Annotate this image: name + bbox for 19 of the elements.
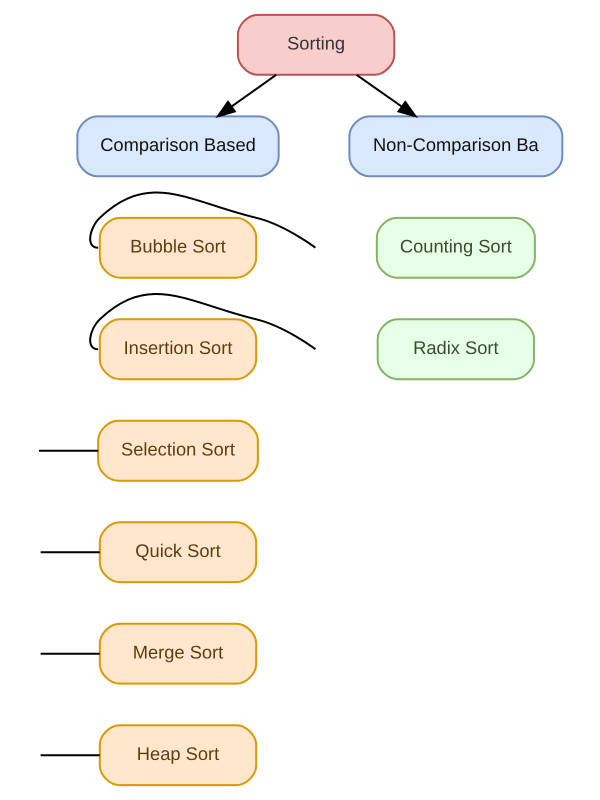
node-box: Selection Sort	[97, 420, 259, 482]
node-box: Comparison Based	[76, 115, 280, 178]
node-box: Insertion Sort	[98, 318, 258, 380]
node-box: Quick Sort	[98, 521, 258, 584]
node-box: Counting Sort	[376, 216, 536, 279]
connector	[40, 551, 100, 554]
node-box: Sorting	[236, 14, 396, 76]
connector	[38, 450, 98, 452]
node-box: Merge Sort	[98, 622, 258, 685]
connector	[40, 754, 100, 756]
connector	[89, 293, 316, 350]
arrow	[356, 74, 418, 118]
connector	[40, 652, 100, 655]
node-box: Non-Comparison Ba	[348, 115, 564, 178]
node-box: Heap Sort	[98, 724, 258, 786]
connector	[89, 192, 316, 249]
node-box: Radix Sort	[376, 318, 536, 380]
node-box: Bubble Sort	[98, 216, 258, 279]
arrow	[215, 74, 277, 118]
